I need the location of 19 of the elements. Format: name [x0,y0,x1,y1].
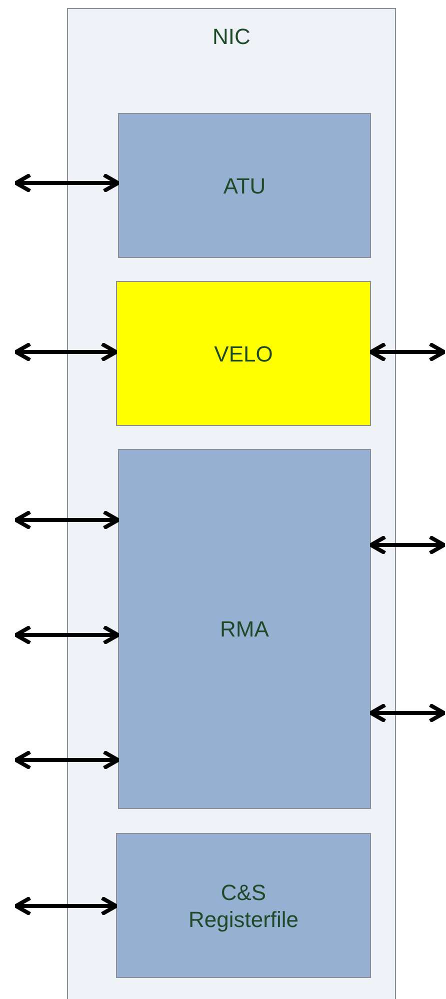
double-arrow [14,510,120,530]
double-arrow [14,173,120,193]
container-title: NIC [212,23,252,50]
highlighted-module-box [116,281,371,426]
double-arrow [369,535,446,555]
module-label: VELO [213,340,274,367]
double-arrow [369,342,446,362]
module-box [116,833,371,978]
module-box [118,449,371,809]
double-arrow [369,703,446,723]
module-label: ATU [222,172,267,199]
module-box [118,113,371,258]
module-label: C&S Registerfile [187,878,300,932]
double-arrow [14,625,120,645]
module-label: RMA [219,616,270,642]
double-arrow [14,896,118,916]
double-arrow [14,342,118,362]
container-box [67,8,396,999]
double-arrow [14,750,120,770]
